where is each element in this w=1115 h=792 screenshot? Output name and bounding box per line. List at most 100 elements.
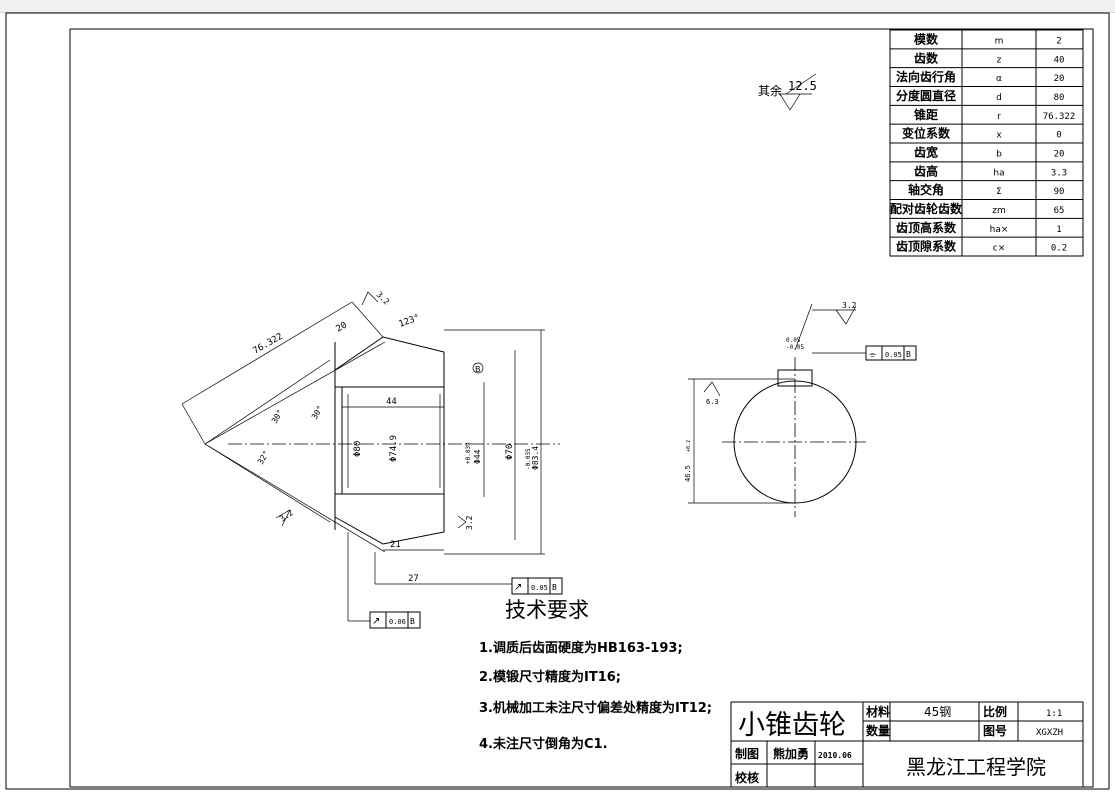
param-sym: z: [997, 55, 1002, 65]
material-value: 45钢: [924, 705, 951, 719]
dim-phi749: Φ74.9: [389, 435, 399, 462]
param-sym: m: [995, 36, 1004, 46]
svg-text:0.05: 0.05: [531, 584, 548, 592]
svg-text:↗: ↗: [372, 616, 380, 627]
outer-border: [5, 12, 1110, 790]
param-sym: d: [996, 93, 1002, 103]
param-val: 0.2: [1051, 244, 1067, 254]
param-val: 3.3: [1051, 168, 1067, 178]
dim-phi70: Φ70: [505, 444, 515, 460]
inner-frame: [69, 28, 1094, 788]
part-name: 小锥齿轮: [738, 710, 846, 741]
dim-bore-len: 44: [386, 397, 397, 407]
dim-angle-top: 123°: [398, 313, 422, 330]
param-sym: ha×: [990, 225, 1009, 235]
param-name: 轴交角: [908, 182, 944, 197]
svg-text:↗: ↗: [514, 582, 522, 593]
roughness-left-icon: [275, 509, 291, 527]
svg-text:3.2: 3.2: [465, 515, 474, 530]
dim-key-depth: 46.5: [684, 465, 692, 482]
param-name: 齿顶隙系数: [896, 239, 957, 254]
param-val: 76.322: [1043, 112, 1076, 122]
tech-requirements: 技术要求 1.调质后齿面硬度为HB163-193; 2.模锻尺寸精度为IT16;…: [479, 598, 712, 752]
roughness-note: 其余 12.5: [758, 73, 817, 111]
param-val: 2: [1056, 36, 1061, 46]
param-name: 齿宽: [914, 144, 938, 159]
param-sym: x: [996, 131, 1002, 141]
param-name: 模数: [914, 31, 939, 46]
param-sym: r: [997, 112, 1001, 122]
svg-text:图号: 图号: [983, 723, 1007, 738]
svg-text:⌯: ⌯: [869, 350, 877, 360]
roughness-key-icon: [835, 305, 857, 325]
param-sym: Σ: [996, 187, 1002, 197]
roughness-side-icon: [703, 381, 721, 397]
hatch-top: [334, 336, 445, 388]
param-val: 65: [1054, 206, 1065, 216]
tol-frame-runout2: ↗ 0.06 B: [369, 611, 421, 629]
tech-req-item: 3.机械加工未注尺寸偏差处精度为IT12;: [479, 700, 712, 716]
tech-req-item: 1.调质后齿面硬度为HB163-193;: [479, 640, 683, 656]
svg-text:0.05: 0.05: [786, 337, 801, 344]
datum-b-icon: [472, 362, 484, 374]
hub-end-view: 3.2 0.05 -0.05 6.3 46.5 +0.2: [684, 301, 866, 517]
param-val: 40: [1054, 55, 1065, 65]
svg-text:比例: 比例: [983, 704, 1007, 719]
drawn-date: 2010.06: [818, 751, 852, 760]
param-name: 锥距: [914, 107, 938, 122]
svg-text:3.2: 3.2: [375, 290, 392, 307]
param-val: 90: [1054, 187, 1065, 197]
roughness-note-label: 其余: [758, 83, 782, 98]
tech-req-item: 4.未注尺寸倒角为C1.: [479, 736, 608, 752]
param-val: 1: [1056, 225, 1061, 235]
svg-text:制图: 制图: [735, 746, 759, 761]
svg-text:B: B: [410, 617, 415, 626]
svg-text:校核: 校核: [735, 770, 759, 785]
svg-text:数量: 数量: [866, 723, 890, 738]
dim-face-width: 20: [335, 321, 349, 335]
svg-text:0.05: 0.05: [885, 351, 902, 359]
svg-text:B: B: [552, 583, 557, 592]
tech-req-item: 2.模锻尺寸精度为IT16;: [479, 669, 621, 685]
svg-text:0.06: 0.06: [389, 618, 406, 626]
svg-text:+0.2: +0.2: [686, 440, 692, 452]
tech-req-title: 技术要求: [505, 598, 589, 622]
dim-phi834: Φ83.4: [531, 446, 540, 470]
param-name: 变位系数: [902, 126, 951, 141]
param-sym: c×: [993, 244, 1006, 254]
roughness-note-value: 12.5: [788, 79, 817, 93]
param-name: 齿数: [914, 50, 939, 65]
drawn-by: 熊加勇: [773, 746, 809, 761]
param-val: 20: [1054, 149, 1065, 159]
param-name: 齿顶高系数: [896, 220, 957, 235]
scale-value: 1:1: [1046, 709, 1062, 719]
svg-text:-0.05: -0.05: [786, 344, 804, 351]
dim-phi44: Φ44: [473, 449, 482, 464]
dim-len27: 27: [408, 574, 419, 584]
svg-text:3.2: 3.2: [278, 508, 295, 524]
param-val: 0: [1056, 131, 1061, 141]
svg-text:3.2: 3.2: [842, 301, 857, 310]
gear-section-view: B 76.322 20 123° 30° 30° 32° 44 Φ80 Φ74.…: [181, 290, 560, 622]
dim-phi80: Φ80: [353, 441, 363, 457]
param-sym: zm: [992, 206, 1006, 216]
hatch-bottom: [334, 493, 445, 545]
param-name: 齿高: [914, 163, 938, 178]
drawing-number: XGXZH: [1036, 728, 1063, 738]
dim-phi834-tol: -0.035: [525, 448, 532, 470]
param-sym: α: [996, 74, 1002, 84]
dim-angle-a: 30°: [270, 408, 285, 425]
param-val: 80: [1054, 93, 1065, 103]
param-name: 配对齿轮齿数: [890, 201, 963, 216]
svg-text:B: B: [475, 365, 481, 374]
dim-angle-c: 32°: [256, 449, 271, 466]
tol-frame-runout1: ↗ 0.05 B: [511, 577, 563, 595]
svg-text:6.3: 6.3: [706, 398, 719, 406]
param-val: 20: [1054, 74, 1065, 84]
roughness-right-icon: [457, 515, 467, 529]
title-block: 小锥齿轮 材料 45钢 比例 1:1 数量 图号 XGXZH 制图 熊加勇 20…: [730, 701, 1084, 788]
param-sym: ha: [993, 168, 1004, 178]
dim-slant: 76.322: [252, 332, 285, 357]
